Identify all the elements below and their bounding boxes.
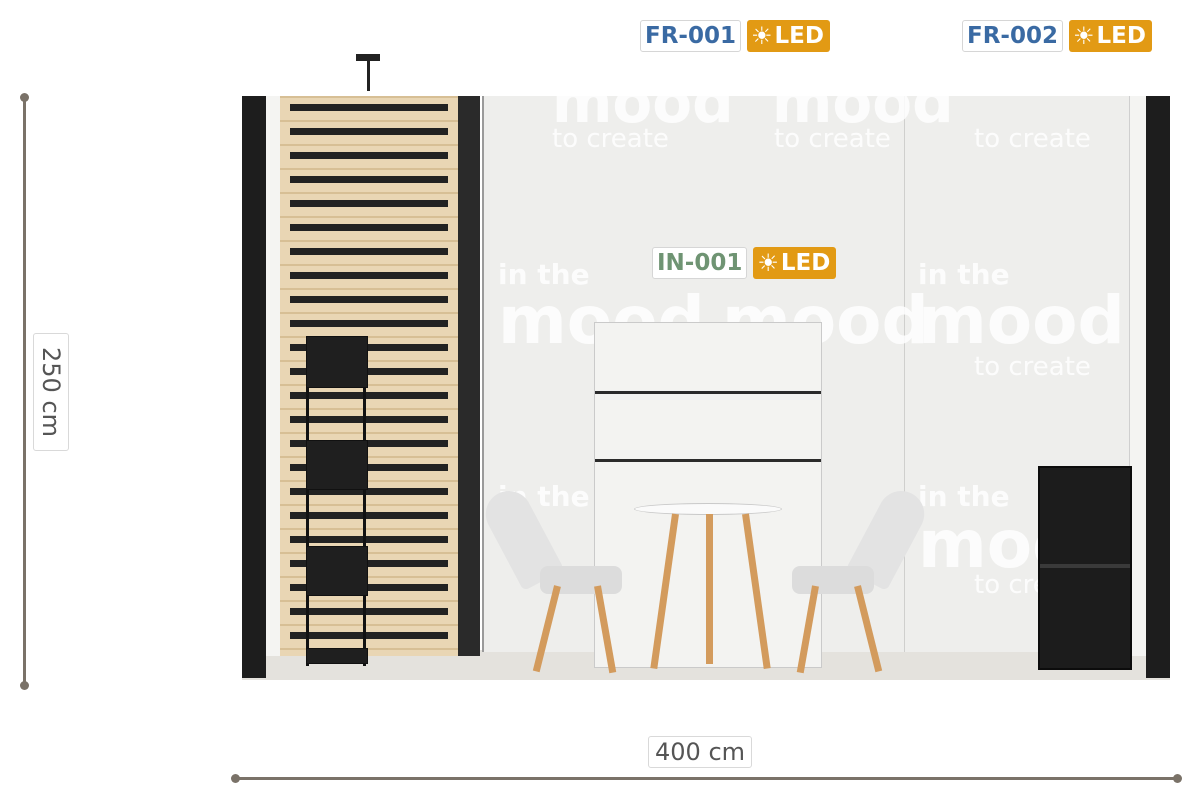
slat-bar (290, 536, 448, 543)
tag-fr-001: FR-001 ☀LED (640, 20, 830, 52)
spotlight-icon (356, 54, 382, 98)
width-dimension-line (236, 777, 1178, 780)
wall-print-line: in the (498, 258, 590, 291)
slat-bar (290, 152, 448, 159)
wall-print-tagline: to create (774, 124, 891, 154)
slat-bar (290, 176, 448, 183)
slat-bar (290, 392, 448, 399)
left-corner-post (242, 96, 266, 678)
storage-cube-cabinet (1038, 466, 1132, 670)
table-leg (706, 514, 713, 664)
led-badge: ☀LED (1068, 20, 1152, 52)
right-side-frame (1129, 96, 1146, 656)
tag-code: FR-001 (640, 20, 741, 52)
slat-bar (290, 296, 448, 303)
brochure-stand (306, 336, 368, 666)
slat-bar (290, 440, 448, 447)
width-line-right-dot (1173, 774, 1182, 783)
wall-print-word: mood (918, 282, 1125, 359)
led-badge: ☀LED (746, 20, 830, 52)
wall-print-tagline: to create (974, 352, 1091, 382)
slat-bar (290, 368, 448, 375)
height-dimension-line (23, 98, 26, 686)
slat-bar (290, 464, 448, 471)
slat-bar (290, 344, 448, 351)
slat-bar (290, 104, 448, 111)
height-line-bottom-dot (20, 681, 29, 690)
wall-print-word: mood (552, 96, 734, 136)
slat-bars (290, 96, 448, 656)
slat-bar (290, 320, 448, 327)
slat-bar (290, 560, 448, 567)
sun-icon: ☀ (1072, 22, 1095, 50)
right-corner-post (1146, 96, 1170, 678)
slat-wall-edge (458, 96, 480, 656)
sun-icon: ☀ (750, 22, 773, 50)
wall-print-line: in the (918, 258, 1010, 291)
slat-bar (290, 224, 448, 231)
booth-elevation: mood mood mood to create to create to cr… (242, 54, 1170, 680)
slat-bar (290, 272, 448, 279)
slat-bar (290, 416, 448, 423)
slat-bar (290, 632, 448, 639)
slat-bar (290, 608, 448, 615)
wall-print-tagline: to create (552, 124, 669, 154)
wall-print-word: mood (772, 96, 954, 136)
wall-seam (904, 96, 905, 652)
slat-bar (290, 200, 448, 207)
slat-bar (290, 248, 448, 255)
height-label: 250 cm (33, 333, 69, 451)
slat-bar (290, 512, 448, 519)
slat-bar (290, 584, 448, 591)
tag-fr-002: FR-002 ☀LED (962, 20, 1152, 52)
width-line-left-dot (231, 774, 240, 783)
tag-in-001: IN-001 ☀LED (652, 247, 837, 279)
tag-code: IN-001 (652, 247, 748, 279)
width-label: 400 cm (648, 736, 753, 768)
slat-bar (290, 488, 448, 495)
height-line-top-dot (20, 93, 29, 102)
tag-code: FR-002 (962, 20, 1063, 52)
slat-bar (290, 128, 448, 135)
led-badge: ☀LED (753, 247, 837, 279)
sun-icon: ☀ (757, 249, 779, 277)
wall-print-tagline: to create (974, 124, 1091, 154)
wall-print-line: in the (918, 480, 1010, 513)
